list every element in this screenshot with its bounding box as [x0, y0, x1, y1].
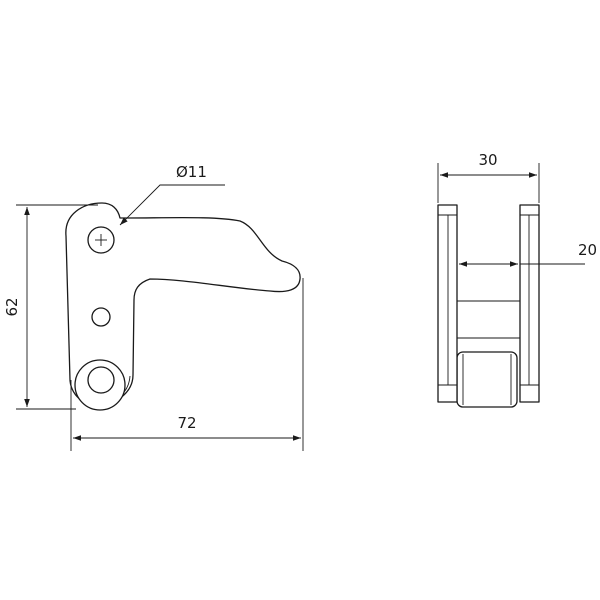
inner-width-label: 20	[578, 241, 597, 259]
diameter-label: Ø11	[176, 163, 207, 181]
middle-hole	[91, 307, 111, 327]
length-label: 72	[177, 414, 196, 432]
side-view-dimensions: Ø11 62 72	[3, 163, 304, 451]
front-left-plate	[437, 204, 458, 403]
width-label: 30	[478, 151, 497, 169]
diameter-leader	[119, 184, 225, 226]
height-label: 62	[3, 297, 21, 316]
lever-body	[65, 202, 301, 407]
front-view-dimensions: 30 20	[437, 151, 597, 267]
front-roller	[456, 351, 518, 408]
front-right-plate	[519, 204, 540, 403]
roller-hole	[87, 366, 115, 394]
side-view-lever	[65, 202, 301, 411]
front-view	[437, 204, 540, 408]
